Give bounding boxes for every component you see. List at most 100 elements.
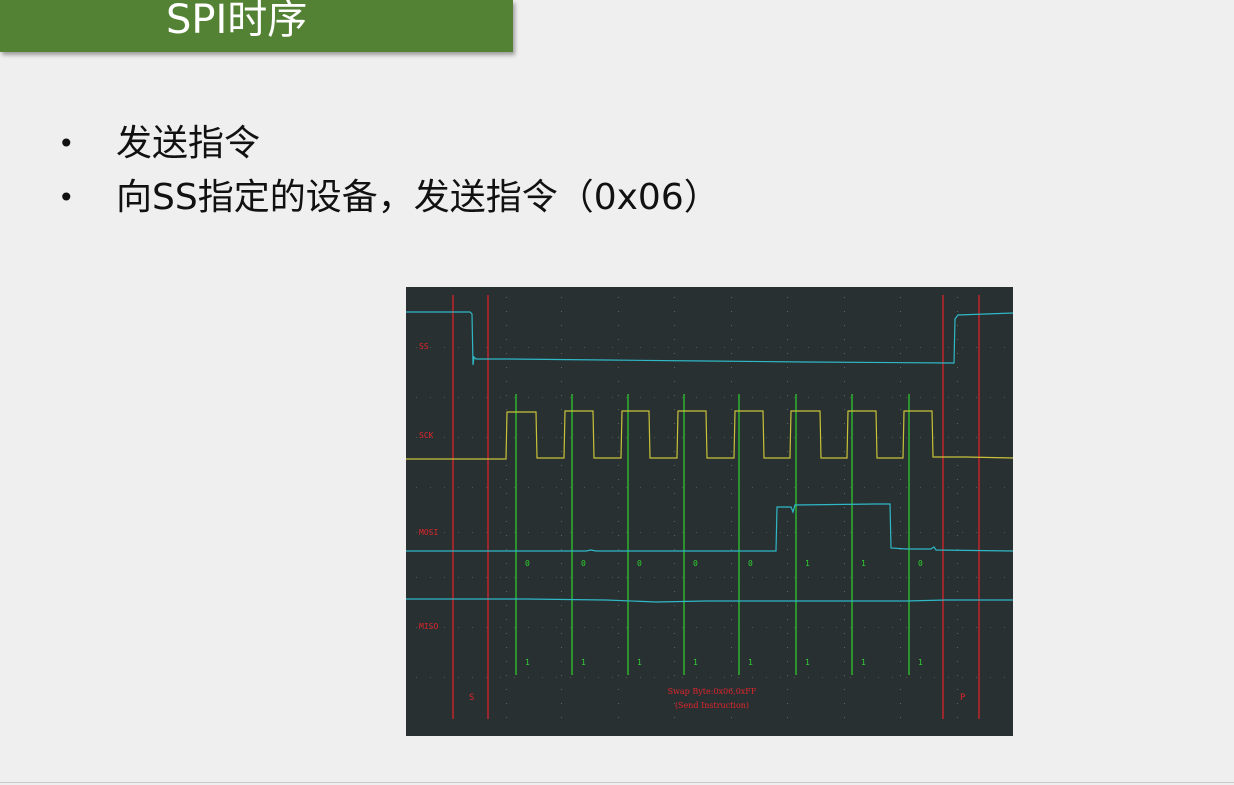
grid-dot bbox=[962, 437, 963, 438]
grid-dot bbox=[752, 677, 753, 678]
grid-dot bbox=[844, 507, 845, 508]
grid-dot bbox=[766, 577, 767, 578]
grid-dot bbox=[561, 451, 562, 452]
grid-dot bbox=[561, 353, 562, 354]
grid-dot bbox=[654, 577, 655, 578]
grid-dot bbox=[584, 437, 585, 438]
grid-dot bbox=[731, 717, 732, 718]
grid-dot bbox=[612, 532, 613, 533]
grid-dot bbox=[612, 397, 613, 398]
grid-dot bbox=[674, 423, 675, 424]
grid-dot bbox=[794, 677, 795, 678]
grid-dot bbox=[696, 627, 697, 628]
grid-dot bbox=[962, 347, 963, 348]
grid-dot bbox=[654, 627, 655, 628]
grid-dot bbox=[957, 577, 958, 578]
grid-dot bbox=[674, 311, 675, 312]
grid-dot bbox=[472, 397, 473, 398]
grid-dot bbox=[506, 297, 507, 298]
grid-dot bbox=[878, 347, 879, 348]
grid-dot bbox=[808, 577, 809, 578]
grid-dot bbox=[794, 627, 795, 628]
grid-dot bbox=[957, 619, 958, 620]
grid-dot bbox=[900, 353, 901, 354]
grid-dot bbox=[822, 627, 823, 628]
grid-dot bbox=[561, 493, 562, 494]
grid-dot bbox=[561, 479, 562, 480]
grid-dot bbox=[934, 437, 935, 438]
grid-dot bbox=[766, 347, 767, 348]
grid-dot bbox=[618, 353, 619, 354]
grid-dot bbox=[900, 423, 901, 424]
grid-dot bbox=[618, 633, 619, 634]
grid-dot bbox=[844, 591, 845, 592]
grid-dot bbox=[844, 563, 845, 564]
grid-dot bbox=[458, 532, 459, 533]
ss-trace bbox=[406, 311, 1013, 366]
grid-dot bbox=[844, 325, 845, 326]
grid-dot bbox=[787, 689, 788, 690]
grid-dot bbox=[752, 347, 753, 348]
grid-dot bbox=[766, 532, 767, 533]
grid-dot bbox=[844, 535, 845, 536]
grid-dot bbox=[934, 677, 935, 678]
grid-dot bbox=[787, 367, 788, 368]
grid-dot bbox=[906, 532, 907, 533]
grid-dot bbox=[731, 563, 732, 564]
miso-bit-label: 1 bbox=[861, 658, 866, 667]
grid-dot bbox=[458, 487, 459, 488]
grid-dot bbox=[844, 465, 845, 466]
grid-dot bbox=[948, 347, 949, 348]
grid-dot bbox=[957, 367, 958, 368]
grid-dot bbox=[900, 633, 901, 634]
grid-dot bbox=[787, 297, 788, 298]
mosi-bit-label: 1 bbox=[861, 559, 866, 568]
grid-dot bbox=[618, 395, 619, 396]
grid-dot bbox=[674, 689, 675, 690]
grid-dot bbox=[878, 397, 879, 398]
miso-channel-label: MISO bbox=[419, 622, 438, 631]
grid-dot bbox=[472, 532, 473, 533]
grid-dot bbox=[780, 437, 781, 438]
grid-dot bbox=[864, 397, 865, 398]
grid-dot bbox=[822, 437, 823, 438]
grid-dot bbox=[822, 532, 823, 533]
grid-dot bbox=[542, 532, 543, 533]
grid-dot bbox=[674, 619, 675, 620]
grid-dot bbox=[808, 437, 809, 438]
grid-dot bbox=[618, 703, 619, 704]
grid-dot bbox=[787, 605, 788, 606]
grid-dot bbox=[514, 347, 515, 348]
grid-dot bbox=[957, 661, 958, 662]
grid-dot bbox=[892, 677, 893, 678]
grid-dot bbox=[850, 627, 851, 628]
grid-dot bbox=[900, 535, 901, 536]
grid-dot bbox=[864, 677, 865, 678]
mosi-trace bbox=[406, 503, 1013, 552]
grid-dot bbox=[640, 397, 641, 398]
grid-dot bbox=[892, 627, 893, 628]
grid-dot bbox=[957, 325, 958, 326]
grid-dot bbox=[900, 339, 901, 340]
grid-dot bbox=[570, 397, 571, 398]
grid-dot bbox=[682, 347, 683, 348]
grid-dot bbox=[1004, 577, 1005, 578]
grid-dot bbox=[500, 487, 501, 488]
grid-dot bbox=[962, 677, 963, 678]
grid-dot bbox=[864, 437, 865, 438]
grid-dot bbox=[674, 591, 675, 592]
grid-dot bbox=[430, 577, 431, 578]
grid-dot bbox=[506, 535, 507, 536]
grid-dot bbox=[561, 605, 562, 606]
sck-trace bbox=[406, 410, 1013, 460]
grid-dot bbox=[570, 487, 571, 488]
grid-dot bbox=[506, 619, 507, 620]
grid-dot bbox=[640, 487, 641, 488]
grid-dot bbox=[844, 311, 845, 312]
grid-dot bbox=[472, 677, 473, 678]
grid-dot bbox=[957, 395, 958, 396]
grid-dot bbox=[1004, 487, 1005, 488]
grid-dot bbox=[752, 577, 753, 578]
grid-dot bbox=[900, 381, 901, 382]
